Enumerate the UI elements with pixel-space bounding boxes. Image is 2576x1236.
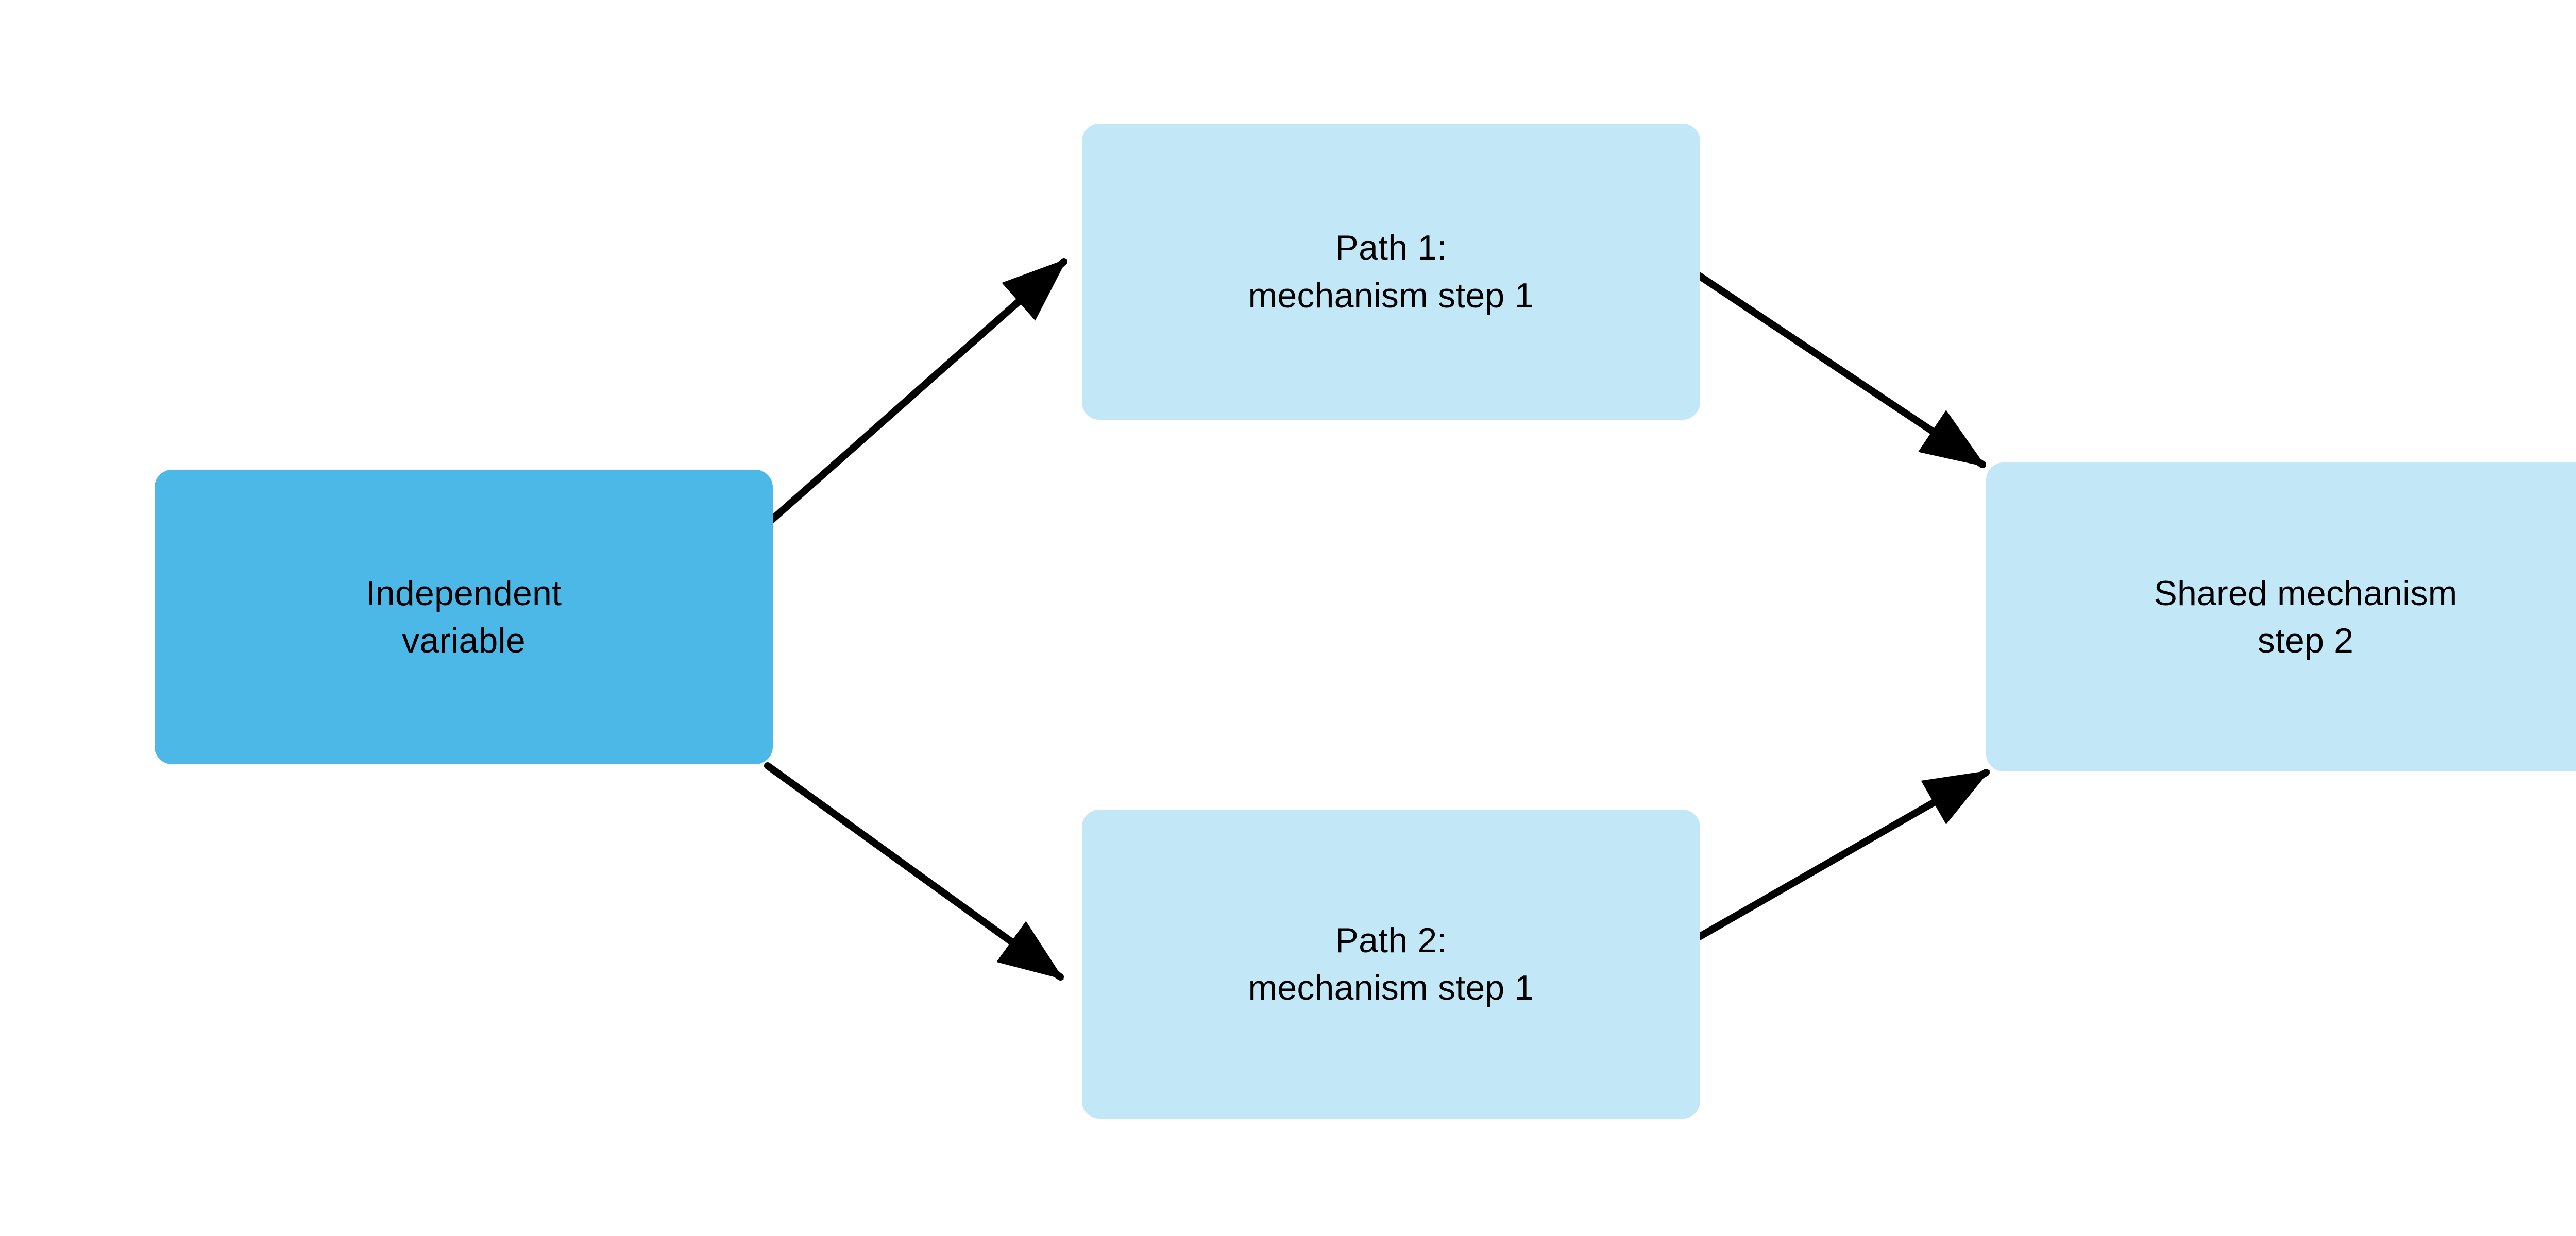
node-shared-mechanism-step-2[interactable]: Shared mechanism step 2	[1986, 462, 2576, 771]
node-independent-variable-label: Independent variable	[365, 573, 562, 660]
edge-path1-to-shared	[1691, 269, 1986, 468]
node-path-2-label: Path 2: mechanism step 1	[1248, 920, 1534, 1007]
edge-independent-to-path1	[767, 258, 1067, 525]
node-path-2-mechanism-step-1[interactable]: Path 2: mechanism step 1	[1082, 810, 1700, 1119]
node-path-1-label: Path 1: mechanism step 1	[1248, 228, 1534, 315]
node-path-1-mechanism-step-1[interactable]: Path 1: mechanism step 1	[1082, 124, 1700, 420]
edge-independent-to-path2	[764, 762, 1064, 981]
node-independent-variable[interactable]: Independent variable	[155, 470, 773, 764]
node-shared-mechanism-label: Shared mechanism step 2	[2154, 573, 2458, 660]
edge-path2-to-shared	[1697, 769, 1990, 940]
